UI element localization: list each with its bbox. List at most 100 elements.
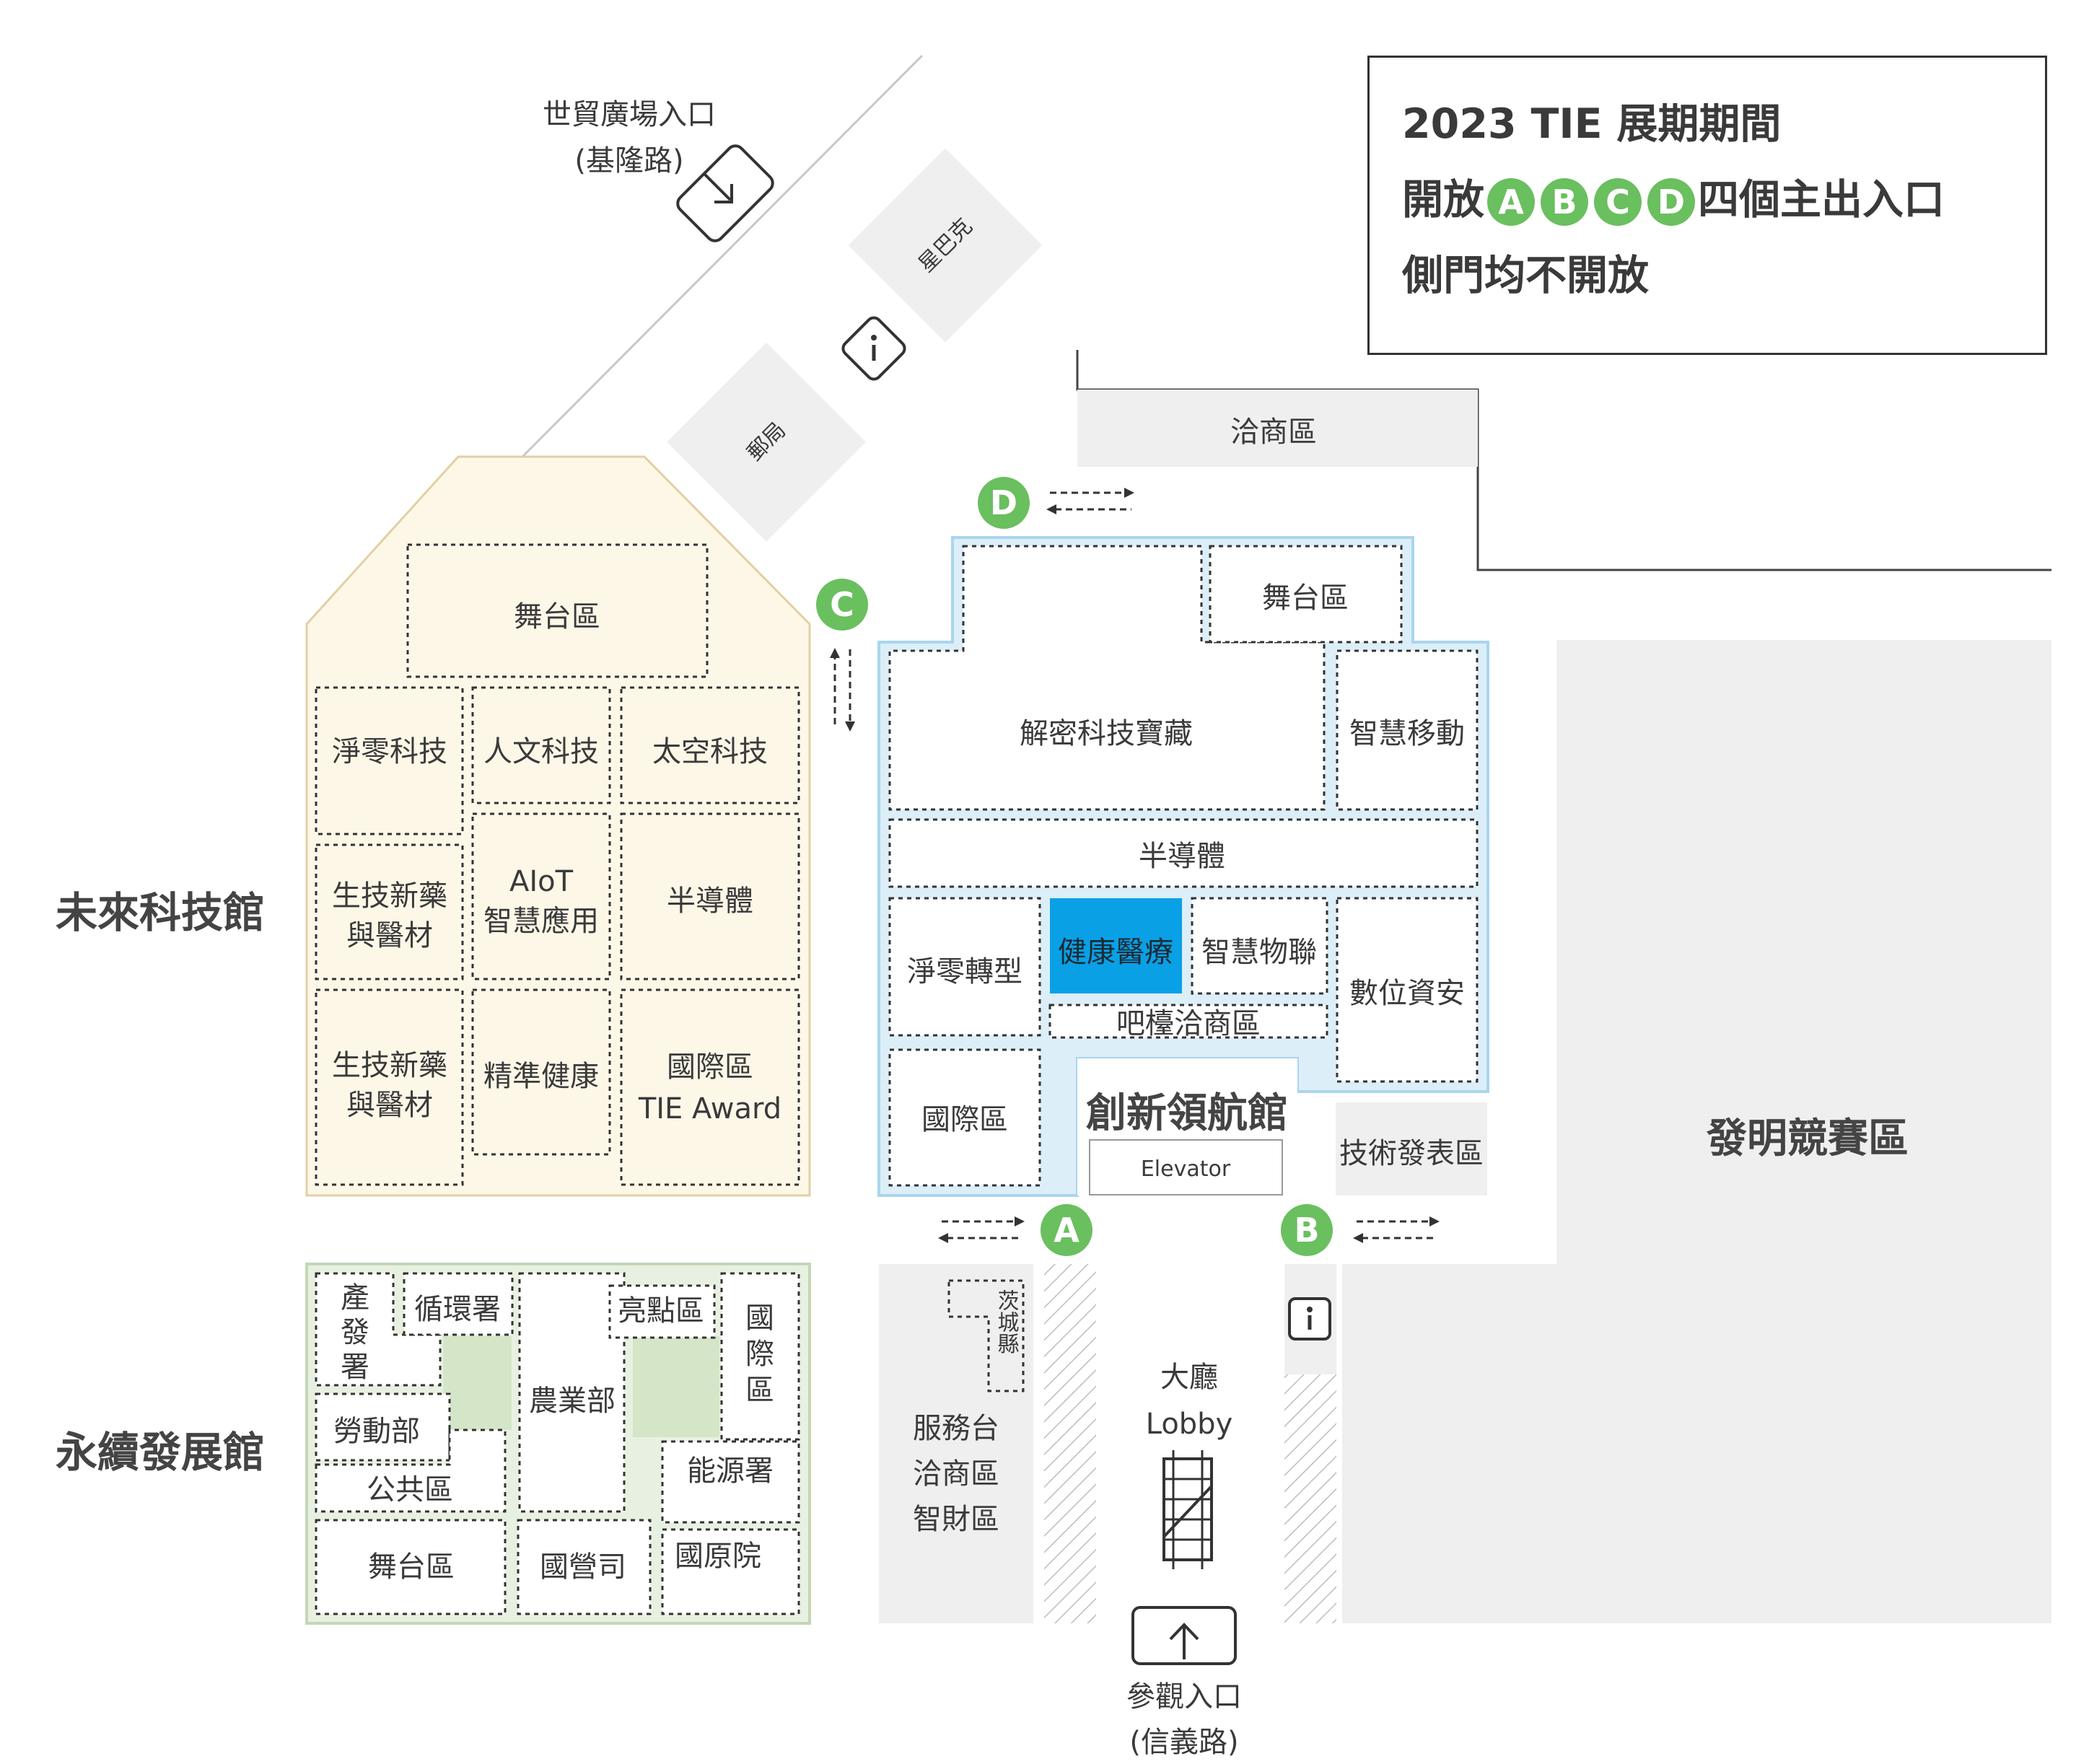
wtc-entrance-label: 世貿廣場入口 xyxy=(543,98,716,131)
sustainability-hall: 產 發 署 循環署 農業部 亮點區 國 際 區 勞動部 公共區 能源署 舞台區 … xyxy=(305,1263,811,1625)
gate-a[interactable]: A xyxy=(1041,1204,1092,1256)
future-space xyxy=(620,686,800,804)
sustain-highlight xyxy=(608,1284,716,1339)
service-ip-label: 智財區 xyxy=(913,1503,999,1536)
svg-text:國營司: 國營司 xyxy=(540,1550,626,1584)
invention-label: 發明競賽區 xyxy=(1706,1115,1909,1162)
future-semiconductor xyxy=(620,812,800,980)
business-area-top-label: 洽商區 xyxy=(1230,416,1317,449)
svg-text:亮點區: 亮點區 xyxy=(618,1294,704,1328)
future-net-zero xyxy=(315,686,464,835)
svg-text:舞台區: 舞台區 xyxy=(368,1550,455,1584)
sustain-public xyxy=(315,1429,507,1513)
svg-text:D: D xyxy=(990,483,1017,522)
innovation-stage xyxy=(1209,545,1403,644)
lobby-en: Lobby xyxy=(1146,1408,1233,1441)
svg-text:太空科技: 太空科技 xyxy=(652,735,768,768)
svg-text:國際區: 國際區 xyxy=(921,1103,1008,1136)
sustain-circular xyxy=(403,1272,514,1336)
innovation-hall: 解密科技寶藏 舞台區 智慧移動 半導體 淨零轉型 健康醫療 智慧物聯 吧檯洽商區… xyxy=(877,536,1489,1197)
svg-text:國際區: 國際區 xyxy=(667,1050,753,1084)
svg-text:與醫材: 與醫材 xyxy=(346,1089,433,1122)
innovation-security xyxy=(1336,897,1479,1083)
innovation-health-highlight xyxy=(1050,898,1182,993)
gate-a-arrows xyxy=(938,1216,1025,1243)
gate-b-arrows xyxy=(1353,1216,1440,1243)
service-area xyxy=(879,1264,1033,1623)
sustain-international xyxy=(720,1272,800,1441)
innovation-semiconductor xyxy=(888,818,1479,888)
svg-text:際: 際 xyxy=(745,1338,774,1371)
svg-text:國原院: 國原院 xyxy=(675,1540,761,1573)
svg-text:茨城縣: 茨城縣 xyxy=(994,1289,1019,1354)
county-zone xyxy=(947,1279,1025,1392)
future-humanities xyxy=(471,686,611,804)
innovation-net-zero xyxy=(888,897,1041,1037)
visitor-entrance-road: (信義路) xyxy=(1129,1726,1238,1759)
hatched-corridor-right xyxy=(1284,1374,1336,1623)
lobby-zh: 大廳 xyxy=(1160,1361,1218,1394)
entrance-arrow-icon xyxy=(676,144,774,242)
sustain-agri xyxy=(518,1272,626,1513)
sustain-indigenous xyxy=(661,1528,800,1615)
svg-text:半導體: 半導體 xyxy=(1139,840,1225,873)
tech-forum-label: 技術發表區 xyxy=(1339,1137,1484,1170)
sustain-labor xyxy=(315,1392,451,1462)
notice-entrances-label: 四個主出入口 xyxy=(1698,176,1945,224)
gate-c-arrows xyxy=(830,648,855,732)
tech-forum-area xyxy=(1336,1102,1487,1195)
svg-text:發: 發 xyxy=(341,1316,369,1349)
innovation-bar xyxy=(1048,1004,1328,1039)
info-icon xyxy=(841,316,906,381)
sustain-hall-title: 永續發展館 xyxy=(56,1428,265,1477)
svg-text:吧檯洽商區: 吧檯洽商區 xyxy=(1116,1007,1261,1040)
sustain-energy xyxy=(661,1440,800,1524)
sustain-stage xyxy=(315,1519,507,1615)
svg-text:循環署: 循環署 xyxy=(414,1293,501,1326)
gate-b[interactable]: B xyxy=(1281,1204,1333,1256)
innovation-hall-title: 創新領航館 xyxy=(1086,1090,1288,1137)
notice-gate-d: D xyxy=(1647,178,1695,227)
svg-text:人文科技: 人文科技 xyxy=(483,735,599,768)
svg-text:國: 國 xyxy=(745,1302,774,1335)
svg-text:淨零轉型: 淨零轉型 xyxy=(907,955,1022,988)
notice-line-3: 側門均不開放 xyxy=(1402,252,1649,299)
street-line xyxy=(522,54,924,457)
innovation-iot xyxy=(1191,897,1328,995)
notice-gate-c: C xyxy=(1594,178,1642,227)
future-precision-health xyxy=(471,988,611,1156)
service-business-label: 洽商區 xyxy=(913,1457,999,1491)
info-icon xyxy=(1288,1297,1331,1340)
svg-text:解密科技寶藏: 解密科技寶藏 xyxy=(1020,717,1193,750)
future-international xyxy=(620,988,800,1186)
svg-text:署: 署 xyxy=(341,1351,369,1384)
innovation-mobility xyxy=(1336,649,1479,811)
business-area-top xyxy=(1077,390,1478,467)
svg-text:區: 區 xyxy=(745,1374,774,1407)
svg-text:產: 產 xyxy=(341,1281,369,1315)
elevator xyxy=(1089,1139,1283,1195)
svg-text:B: B xyxy=(1294,1211,1319,1250)
invention-area xyxy=(1342,640,2051,1623)
future-aiot xyxy=(471,812,611,980)
svg-text:AIoT: AIoT xyxy=(509,865,574,898)
svg-text:數位資安: 數位資安 xyxy=(1349,977,1465,1010)
escalator-icon xyxy=(1162,1450,1213,1569)
wtc-entrance-road: (基隆路) xyxy=(574,144,683,177)
sustain-soe xyxy=(517,1519,652,1615)
svg-text:智慧物聯: 智慧物聯 xyxy=(1201,936,1317,969)
svg-text:生技新藥: 生技新藥 xyxy=(332,1049,447,1082)
innovation-international xyxy=(888,1048,1041,1187)
gate-c[interactable]: C xyxy=(816,579,868,631)
post-office-block: 郵局 xyxy=(667,342,866,542)
svg-text:公共區: 公共區 xyxy=(367,1473,453,1506)
svg-text:智慧應用: 智慧應用 xyxy=(483,905,599,938)
svg-text:與醫材: 與醫材 xyxy=(346,919,433,952)
starbucks-block: 星巴克 xyxy=(848,148,1043,343)
gate-d[interactable]: D xyxy=(978,477,1030,529)
future-tech-hall: 舞台區 淨零科技 人文科技 太空科技 生技新藥 與醫材 AIoT 智慧應用 半導… xyxy=(305,455,811,1197)
svg-text:舞台區: 舞台區 xyxy=(514,600,600,633)
svg-text:Elevator: Elevator xyxy=(1141,1157,1231,1182)
